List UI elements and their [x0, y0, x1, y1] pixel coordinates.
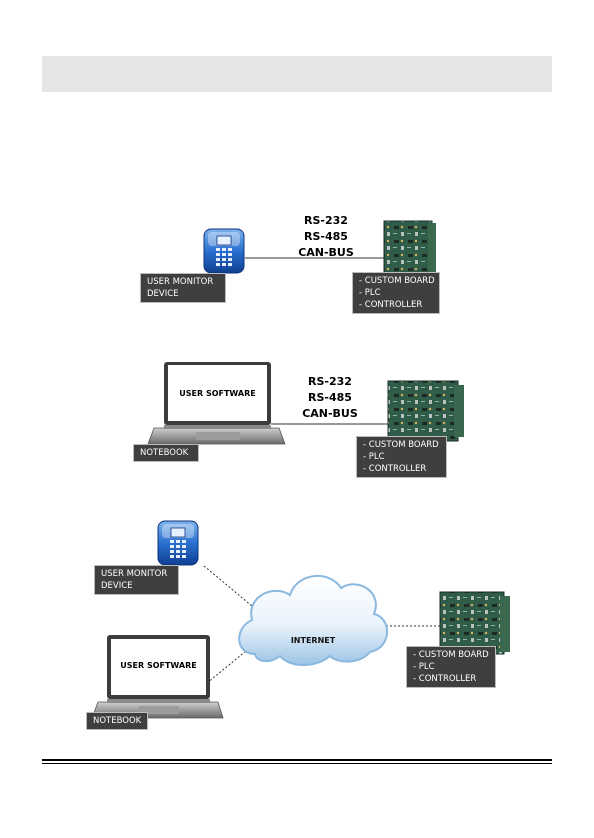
label-line: - CONTROLLER — [359, 299, 433, 311]
label-line: - CUSTOM BOARD — [413, 649, 489, 661]
user-monitor-device-label: USER MONITOR DEVICE — [94, 565, 179, 595]
screen-text: USER SOFTWARE — [168, 389, 267, 398]
label-line: USER MONITOR — [101, 568, 172, 580]
protocol-list: RS-232 RS-485 CAN-BUS — [300, 374, 360, 422]
label-line: - PLC — [363, 451, 440, 463]
label-line: NOTEBOOK — [140, 447, 192, 459]
label-line: - CONTROLLER — [413, 673, 489, 685]
handheld-device-icon — [204, 229, 244, 273]
screen-text: USER SOFTWARE — [111, 661, 206, 670]
notebook-label: NOTEBOOK — [86, 712, 148, 730]
label-line: - PLC — [413, 661, 489, 673]
connection-line — [204, 566, 258, 611]
protocol-list: RS-232 RS-485 CAN-BUS — [296, 213, 356, 261]
notebook-label: NOTEBOOK — [133, 444, 199, 462]
circuit-board-icon — [440, 592, 510, 654]
laptop-icon — [148, 362, 285, 444]
label-line: DEVICE — [101, 580, 172, 592]
protocol-rs485: RS-485 — [300, 390, 360, 406]
laptop-icon — [92, 635, 223, 718]
user-monitor-device-label: USER MONITOR DEVICE — [140, 273, 226, 303]
label-line: - CUSTOM BOARD — [359, 275, 433, 287]
protocol-rs232: RS-232 — [296, 213, 356, 229]
label-line: - CUSTOM BOARD — [363, 439, 440, 451]
protocol-rs485: RS-485 — [296, 229, 356, 245]
board-label: - CUSTOM BOARD - PLC - CONTROLLER — [406, 646, 496, 688]
label-line: USER MONITOR — [147, 276, 219, 288]
protocol-canbus: CAN-BUS — [300, 406, 360, 422]
protocol-rs232: RS-232 — [300, 374, 360, 390]
handheld-device-icon — [158, 521, 198, 565]
label-line: - CONTROLLER — [363, 463, 440, 475]
board-label: - CUSTOM BOARD - PLC - CONTROLLER — [352, 272, 440, 314]
label-line: DEVICE — [147, 288, 219, 300]
cloud-icon — [239, 576, 387, 665]
footer-rule — [42, 763, 552, 764]
label-line: NOTEBOOK — [93, 715, 141, 727]
label-line: - PLC — [359, 287, 433, 299]
protocol-canbus: CAN-BUS — [296, 245, 356, 261]
footer-rule — [42, 759, 552, 761]
circuit-board-icon — [388, 381, 464, 441]
internet-label: INTERNET — [282, 636, 344, 645]
board-label: - CUSTOM BOARD - PLC - CONTROLLER — [356, 436, 447, 478]
